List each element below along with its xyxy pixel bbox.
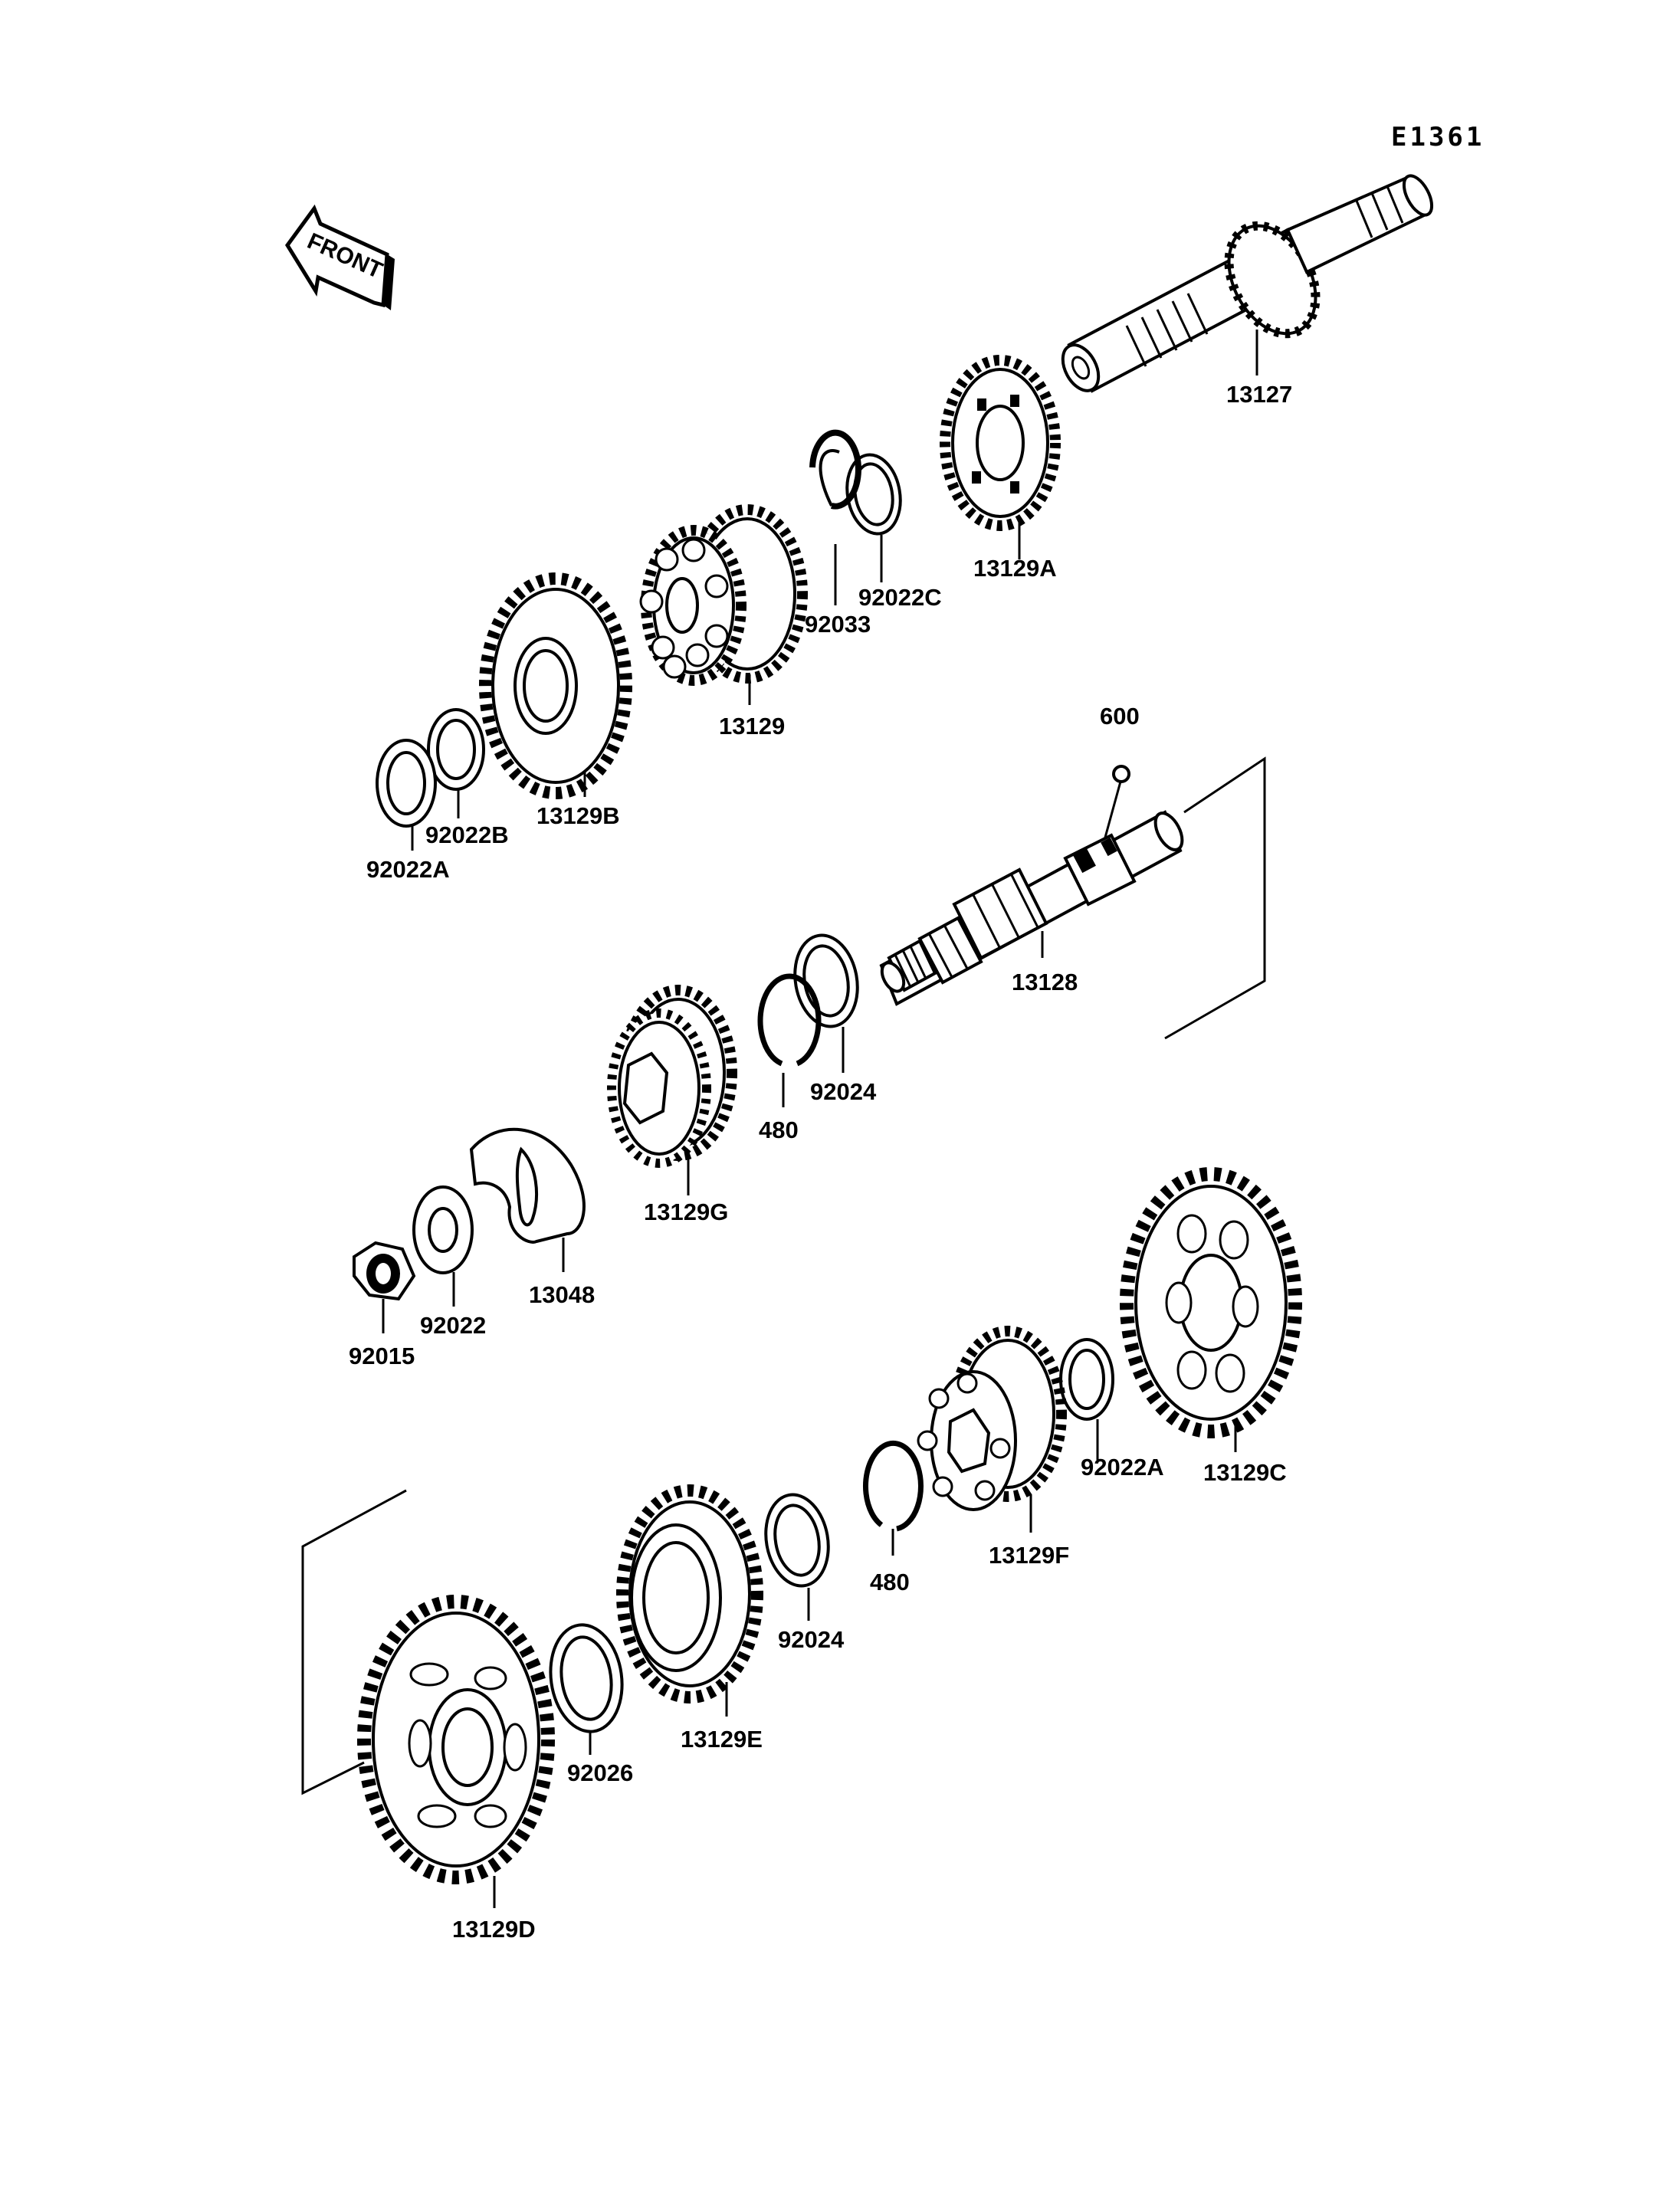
gear-13129: [639, 504, 808, 686]
washer-92022: [412, 1185, 474, 1274]
nut-92015: [353, 1241, 416, 1301]
shaft-13127: [1061, 174, 1434, 393]
gear-13129C: [1120, 1167, 1302, 1438]
shaft-13128: [879, 810, 1184, 1006]
label-92022C: 92022C: [858, 584, 942, 611]
bracket-left: [301, 1489, 407, 1795]
washer-92022A-lower: [1059, 1338, 1114, 1421]
label-13048: 13048: [529, 1281, 595, 1308]
label-92022B: 92022B: [425, 821, 509, 848]
gear-13129D: [357, 1595, 555, 1884]
circlip-92033: [809, 429, 861, 510]
gear-13129A: [940, 355, 1061, 531]
label-13129C: 13129C: [1203, 1459, 1287, 1486]
label-480-lower: 480: [870, 1569, 910, 1595]
gear-13129F: [917, 1326, 1067, 1511]
gear-13129E: [616, 1484, 763, 1703]
label-92022A-upper: 92022A: [366, 856, 450, 883]
label-13129B: 13129B: [536, 802, 620, 829]
label-480-mid: 480: [759, 1117, 799, 1143]
cam-13048: [469, 1127, 586, 1244]
front-arrow-icon: FRONT: [284, 204, 395, 310]
label-600: 600: [1100, 703, 1140, 730]
drawing-reference: E1361: [1391, 122, 1485, 152]
bracket-right: [1164, 756, 1266, 1040]
label-13129A: 13129A: [973, 555, 1057, 582]
label-13129D: 13129D: [452, 1916, 536, 1943]
label-13127: 13127: [1226, 381, 1292, 408]
label-92033: 92033: [805, 611, 871, 638]
gear-13129G: [607, 985, 737, 1168]
label-13129G: 13129G: [644, 1199, 728, 1225]
label-92024-mid: 92024: [810, 1078, 877, 1105]
label-92022: 92022: [420, 1312, 486, 1339]
washer-92022B: [427, 708, 485, 791]
label-92015: 92015: [349, 1343, 415, 1369]
gear-13129B: [479, 572, 632, 799]
circlip-480-mid: [757, 973, 822, 1067]
label-92022A-lower: 92022A: [1081, 1454, 1164, 1481]
label-13129F: 13129F: [989, 1542, 1069, 1569]
ball-600: [1112, 765, 1130, 783]
label-92024-lower: 92024: [778, 1626, 845, 1653]
washer-92026: [549, 1623, 624, 1733]
label-13128: 13128: [1012, 969, 1078, 995]
label-13129: 13129: [719, 713, 785, 739]
washer-92022A-upper: [376, 739, 437, 828]
washer-92024-lower: [764, 1493, 830, 1588]
label-92026: 92026: [567, 1759, 633, 1786]
circlip-480-lower: [862, 1441, 924, 1532]
label-13129E: 13129E: [681, 1726, 763, 1753]
